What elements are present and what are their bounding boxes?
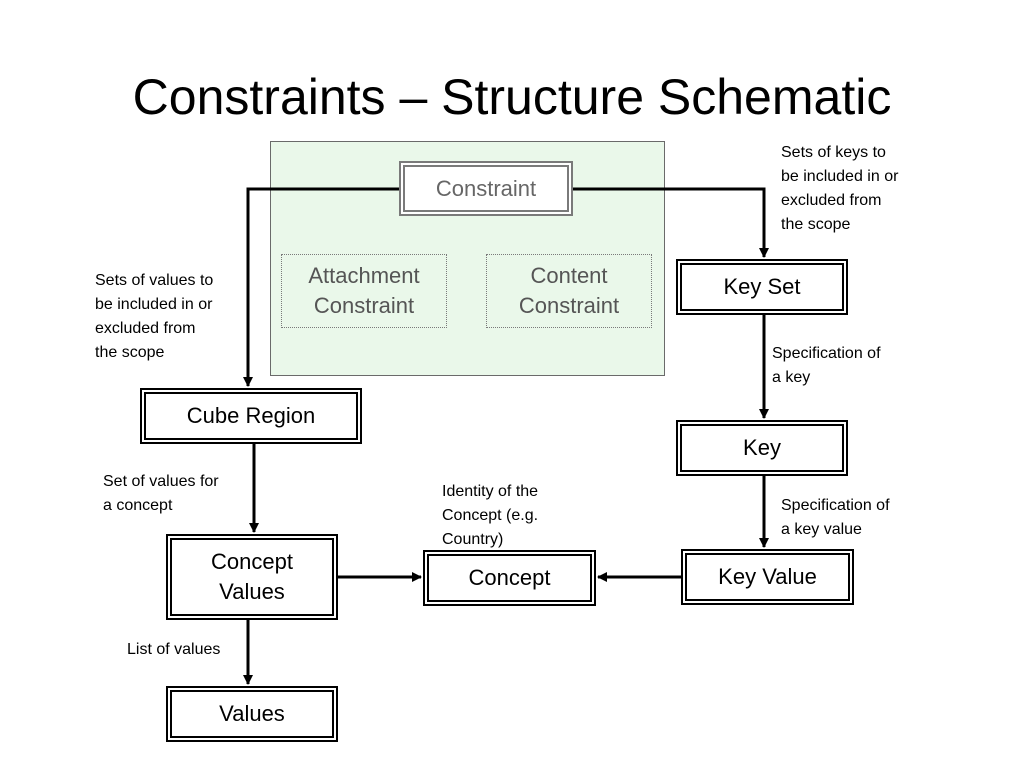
constraint-label: Constraint — [435, 175, 537, 201]
attachment-constraint-node: Attachment Constraint — [281, 254, 447, 328]
annotation-keys-scope: Sets of keys to be included in or exclud… — [781, 144, 899, 233]
key-label: Key — [743, 435, 781, 460]
connector-constraint-to-key-set — [573, 187, 769, 258]
values-node: Values — [166, 686, 338, 742]
constraint-node: Constraint — [399, 161, 573, 216]
key-set-node: Key Set — [676, 259, 848, 315]
concept-values-node: Concept Values — [166, 534, 338, 620]
annotation-identity-concept: Identity of the Concept (e.g. Country) — [442, 483, 539, 548]
content-constraint-node: Content Constraint — [486, 254, 652, 328]
concept-label: Concept — [468, 565, 551, 590]
key-value-node: Key Value — [681, 549, 854, 605]
key-value-label: Key Value — [718, 564, 817, 589]
annotation-values-scope: Sets of values to be included in or excl… — [95, 272, 214, 361]
cube-region-label: Cube Region — [186, 403, 316, 428]
concept-values-label: Concept Values — [211, 549, 293, 604]
connector-constraint-to-cube-region — [243, 187, 399, 387]
values-label: Values — [219, 701, 285, 726]
cube-region-node: Cube Region — [140, 388, 362, 444]
page-title: Constraints – Structure Schematic — [132, 69, 892, 125]
concept-node: Concept — [423, 550, 596, 606]
annotation-spec-key: Specification of a key — [772, 345, 881, 386]
key-set-label: Key Set — [723, 274, 801, 299]
annotation-spec-key-value: Specification of a key value — [781, 497, 890, 538]
key-node: Key — [676, 420, 848, 476]
annotation-list-values: List of values — [127, 641, 221, 658]
annotation-values-for-concept: Set of values for a concept — [103, 473, 219, 514]
